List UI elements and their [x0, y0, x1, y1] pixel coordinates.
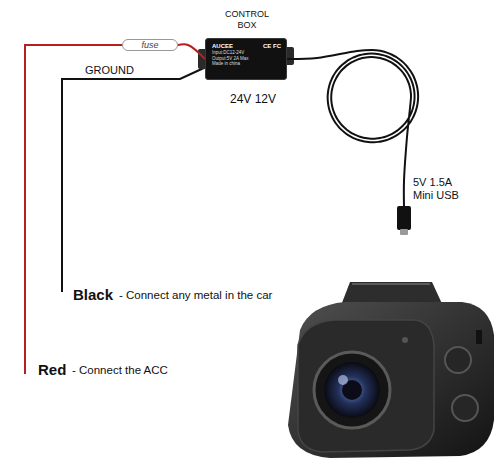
port-slot — [476, 330, 482, 344]
wire-color: Black — [73, 286, 113, 303]
camera-lens — [324, 362, 380, 418]
wire-instruction: - Connect any metal in the car — [119, 289, 272, 301]
control-box: CONTROL BOXAUCEEInput:DC12-24VOutput:5V … — [205, 38, 287, 80]
box-heading: CONTROL BOX — [222, 9, 272, 31]
coiled-cable — [287, 50, 418, 206]
wire-color: Red — [38, 361, 66, 378]
mini-usb-plug: 5V 1.5A Mini USB — [397, 206, 411, 230]
ground-wire — [62, 67, 206, 292]
sensor-dot — [402, 337, 408, 343]
box-spec: Output:5V 2A Max — [212, 56, 280, 62]
plug-head — [400, 229, 408, 235]
lens-center — [342, 380, 362, 400]
camera-mount — [340, 282, 444, 308]
red-wire — [25, 45, 123, 374]
wire-label: GROUND — [85, 64, 134, 76]
fuse-label: fuse — [141, 40, 158, 50]
side-button — [445, 347, 471, 373]
fuse-holder: fuse — [122, 39, 178, 51]
lens-bezel — [314, 352, 390, 428]
voltage-label: 24V 12V — [230, 92, 276, 106]
side-button — [452, 395, 478, 421]
wire-instruction: - Connect the ACC — [72, 364, 168, 376]
connector-spec: 5V 1.5A Mini USB — [413, 176, 469, 202]
mount-highlight — [352, 283, 430, 285]
box-spec: Made in china — [212, 61, 280, 67]
camera-body — [288, 302, 494, 458]
lens-highlight — [338, 375, 348, 385]
box-spec: Input:DC12-24V — [212, 50, 280, 56]
camera-front — [298, 320, 434, 452]
red-wire — [178, 44, 205, 59]
cert-marks: CE FC — [263, 43, 281, 49]
